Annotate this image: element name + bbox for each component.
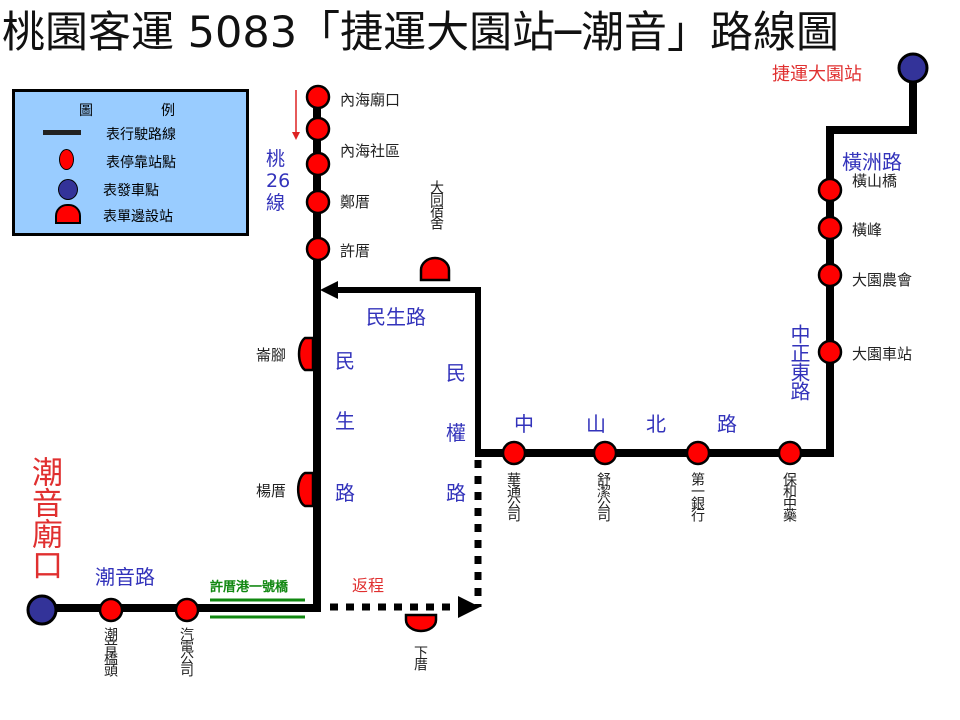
terminal-label-start: 捷運大園站 <box>772 64 862 85</box>
stop-marker <box>817 177 843 203</box>
stop-label: 橫峰 <box>852 221 883 239</box>
stop-marker <box>98 597 124 623</box>
stop-label-lunjiao: 崙腳 <box>256 346 287 364</box>
road-char: 民 <box>335 349 355 373</box>
legend: 圖 例 表行駛路線 表停靠站點 表發車點 表單邊設站 <box>12 89 249 236</box>
terminal-marker-start <box>897 52 929 84</box>
road-char: 路 <box>717 412 737 436</box>
legend-terminal-icon <box>58 179 78 200</box>
stop-label-xiacuo: 下厝 <box>412 645 428 669</box>
road-char: 中 <box>514 412 534 436</box>
road-char: 路 <box>335 481 355 505</box>
stop-label: 許厝 <box>340 242 371 260</box>
stop-label: 大園農會 <box>852 271 913 289</box>
stop-label: 鄭厝 <box>340 193 371 211</box>
stop-marker <box>305 189 331 215</box>
route-line-east <box>475 68 917 457</box>
return-label: 返程 <box>352 576 385 595</box>
route-line-minquan <box>330 287 481 455</box>
stop-label: 橫山橋 <box>852 172 898 190</box>
road-char: 生 <box>335 409 355 433</box>
legend-stop-label: 表停靠站點 <box>106 155 176 171</box>
stop-label: 大園車站 <box>852 345 913 363</box>
road-label-heng: 橫洲路 <box>842 150 902 174</box>
stop-label-yangcuo: 楊厝 <box>256 482 287 500</box>
road-label-chaoyin: 潮音路 <box>95 565 155 589</box>
road-char: 山 <box>586 412 606 436</box>
stop-marker <box>817 215 843 241</box>
stop-label: 保和中藥 <box>781 472 797 520</box>
stop-label: 潮音橋頭 <box>102 627 118 675</box>
stop-marker <box>817 339 843 365</box>
oneway-stop-yangcuo <box>296 471 315 508</box>
legend-route-label: 表行駛路線 <box>106 127 176 143</box>
stop-label: 內海廟口 <box>340 91 401 109</box>
stop-marker <box>305 84 331 110</box>
stop-marker <box>777 440 803 466</box>
legend-route-line <box>43 130 81 135</box>
stop-label-datong: 大同宿舍 <box>428 180 444 228</box>
stop-marker <box>592 440 618 466</box>
oneway-stop-datong <box>419 256 451 282</box>
arrowhead-left <box>320 281 338 299</box>
stop-label: 內海社區 <box>340 142 401 160</box>
legend-oneway-icon <box>55 204 81 224</box>
stop-marker <box>305 116 331 142</box>
stop-label: 汽電公司 <box>178 627 194 675</box>
route-line-west <box>42 95 321 612</box>
road-char: 路 <box>446 481 466 505</box>
stop-marker <box>685 440 711 466</box>
legend-stop-icon <box>59 149 74 170</box>
stop-marker <box>305 236 331 262</box>
road-char: 權 <box>446 421 466 445</box>
stop-marker <box>174 597 200 623</box>
stop-marker <box>501 440 527 466</box>
stop-label: 舒潔公司 <box>595 472 611 520</box>
stop-label: 第一銀行 <box>689 472 705 520</box>
stop-marker <box>817 262 843 288</box>
arrowhead-right <box>458 596 480 618</box>
oneway-stop-lunjiao <box>297 336 315 372</box>
stop-label: 華通公司 <box>505 472 521 520</box>
side-route-name: 桃26線 <box>266 148 291 214</box>
road-char: 北 <box>646 412 666 436</box>
road-label-minsheng: 民生路 <box>366 305 426 329</box>
legend-title-left: 圖 <box>79 103 93 119</box>
road-label-zhongzheng: 中正東路 <box>787 324 811 400</box>
stop-marker <box>305 151 331 177</box>
terminal-label-end: 潮音廟口 <box>26 456 62 580</box>
road-char: 民 <box>446 361 466 385</box>
oneway-stop-xiacuo <box>404 613 438 633</box>
bridge-label: 許厝港一號橋 <box>210 580 289 595</box>
terminal-marker-end <box>26 594 58 626</box>
legend-title-right: 例 <box>161 103 175 119</box>
legend-terminal-label: 表發車點 <box>103 183 159 199</box>
legend-oneway-label: 表單邊設站 <box>103 209 173 225</box>
page-title: 桃園客運 5083「捷運大園站─潮音」路線圖 <box>2 8 839 58</box>
